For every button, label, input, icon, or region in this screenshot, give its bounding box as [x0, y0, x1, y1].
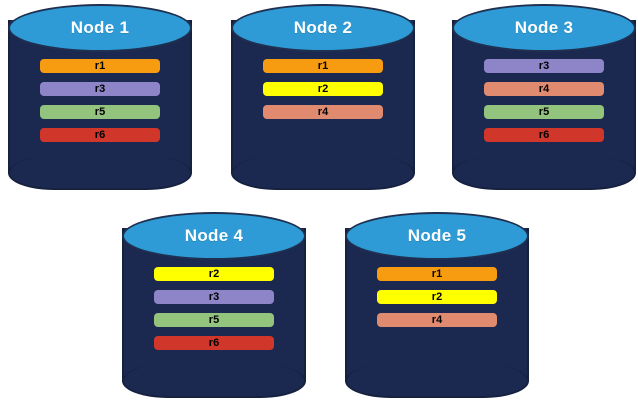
shard-bar[interactable]: r3 — [484, 59, 604, 73]
node-label: Node 1 — [70, 18, 130, 37]
cylinder-bottom-ellipse — [122, 364, 306, 398]
shard-bar[interactable]: r5 — [484, 105, 604, 119]
shard-bar[interactable]: r3 — [40, 82, 160, 96]
shard-bar[interactable]: r4 — [377, 313, 497, 327]
cylinder-top-ellipse: Node 3 — [452, 4, 636, 52]
shard-label: r6 — [208, 336, 220, 349]
node-label: Node 2 — [293, 18, 353, 37]
shard-bar[interactable]: r4 — [484, 82, 604, 96]
shard-label: r2 — [317, 82, 329, 95]
cylinder-bottom-ellipse — [8, 156, 192, 190]
shard-label: r6 — [94, 128, 106, 141]
database-node-2[interactable]: Node 2 r1 r2 r4 — [231, 4, 415, 190]
shard-bar[interactable]: r1 — [263, 59, 383, 73]
shard-bar[interactable]: r2 — [263, 82, 383, 96]
cylinder-top-ellipse: Node 4 — [122, 212, 306, 260]
shard-label: r5 — [538, 105, 550, 118]
cylinder-top-ellipse: Node 2 — [231, 4, 415, 52]
shard-label: r5 — [208, 313, 220, 326]
shard-list: r3 r4 r5 r6 — [452, 59, 636, 151]
shard-list: r1 r2 r4 — [345, 267, 529, 336]
database-node-3[interactable]: Node 3 r3 r4 r5 r6 — [452, 4, 636, 190]
shard-bar[interactable]: r4 — [263, 105, 383, 119]
shard-label: r2 — [208, 267, 220, 280]
cylinder-top-ellipse: Node 5 — [345, 212, 529, 260]
shard-label: r4 — [317, 105, 329, 118]
shard-bar[interactable]: r3 — [154, 290, 274, 304]
shard-bar[interactable]: r5 — [40, 105, 160, 119]
node-label: Node 5 — [407, 226, 467, 245]
shard-label: r4 — [538, 82, 550, 95]
shard-list: r1 r2 r4 — [231, 59, 415, 128]
shard-label: r4 — [431, 313, 443, 326]
node-label: Node 4 — [184, 226, 244, 245]
shard-label: r5 — [94, 105, 106, 118]
shard-bar[interactable]: r5 — [154, 313, 274, 327]
shard-label: r1 — [94, 59, 106, 72]
shard-bar[interactable]: r6 — [484, 128, 604, 142]
shard-bar[interactable]: r2 — [377, 290, 497, 304]
shard-list: r2 r3 r5 r6 — [122, 267, 306, 359]
shard-bar[interactable]: r1 — [40, 59, 160, 73]
database-node-1[interactable]: Node 1 r1 r3 r5 r6 — [8, 4, 192, 190]
shard-label: r1 — [431, 267, 443, 280]
cylinder-bottom-ellipse — [452, 156, 636, 190]
cylinder-bottom-ellipse — [345, 364, 529, 398]
shard-label: r3 — [208, 290, 220, 303]
database-node-5[interactable]: Node 5 r1 r2 r4 — [345, 212, 529, 398]
cylinder-bottom-ellipse — [231, 156, 415, 190]
shard-label: r3 — [538, 59, 550, 72]
shard-bar[interactable]: r1 — [377, 267, 497, 281]
shard-bar[interactable]: r2 — [154, 267, 274, 281]
node-label: Node 3 — [514, 18, 574, 37]
cylinder-top-ellipse: Node 1 — [8, 4, 192, 52]
shard-bar[interactable]: r6 — [154, 336, 274, 350]
shard-label: r1 — [317, 59, 329, 72]
shard-label: r3 — [94, 82, 106, 95]
shard-bar[interactable]: r6 — [40, 128, 160, 142]
shard-label: r6 — [538, 128, 550, 141]
database-node-4[interactable]: Node 4 r2 r3 r5 r6 — [122, 212, 306, 398]
shard-list: r1 r3 r5 r6 — [8, 59, 192, 151]
shard-label: r2 — [431, 290, 443, 303]
